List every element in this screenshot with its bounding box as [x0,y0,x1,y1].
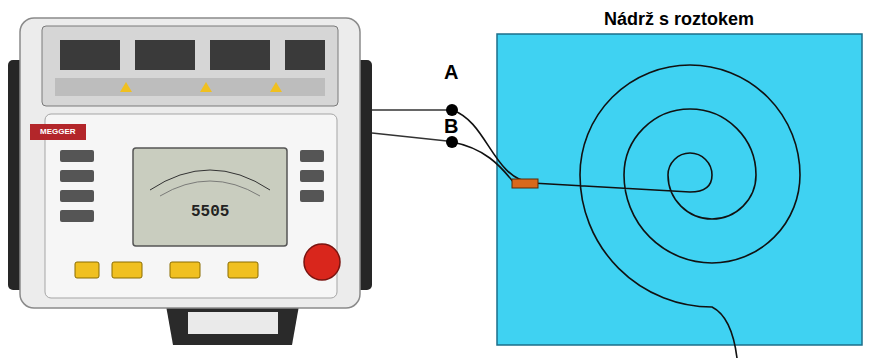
tank-body [497,34,862,345]
terminal [446,136,458,148]
terminal-label: A [444,62,458,82]
wire [372,109,448,110]
brand-label: MEGGER [40,128,76,136]
tank: Nádrž s roztokem [497,34,862,345]
terminal-label: B [444,116,458,136]
spiral-wire [452,65,800,358]
electrode [512,179,538,188]
electrode-wire [452,142,514,183]
tank-title: Nádrž s roztokem [604,10,754,28]
terminal [446,104,458,116]
display-reading: 5505 [191,204,229,220]
wire [372,133,447,141]
insulation-tester [8,18,372,345]
